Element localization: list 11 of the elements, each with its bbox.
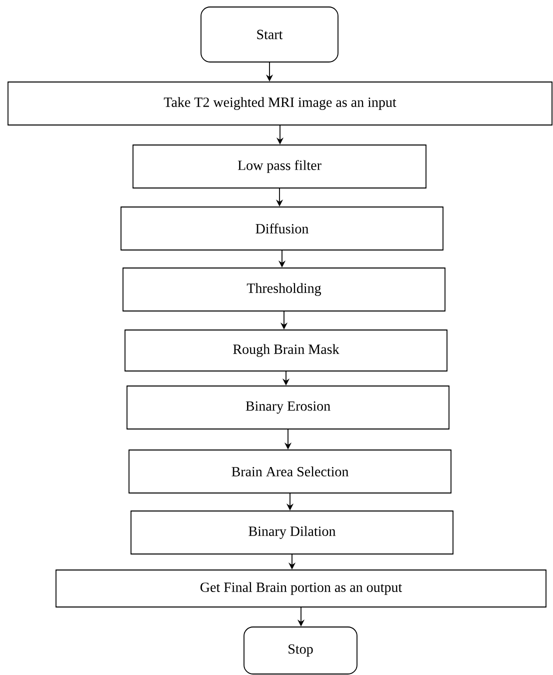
process-box: Get Final Brain portion as an output [56, 570, 546, 608]
process-box: Rough Brain Mask [124, 330, 448, 372]
process-box: Binary Dilation [130, 510, 454, 554]
process-box: Thresholding [122, 268, 446, 312]
stop-terminal: Stop [244, 626, 358, 674]
process-box: Brain Area Selection [128, 450, 452, 494]
process-box: Low pass filter [132, 144, 426, 188]
process-box: Diffusion [120, 206, 444, 250]
process-box: Take T2 weighted MRI image as an input [8, 82, 552, 126]
process-box: Binary Erosion [126, 386, 450, 430]
start-terminal: Start [200, 6, 338, 62]
